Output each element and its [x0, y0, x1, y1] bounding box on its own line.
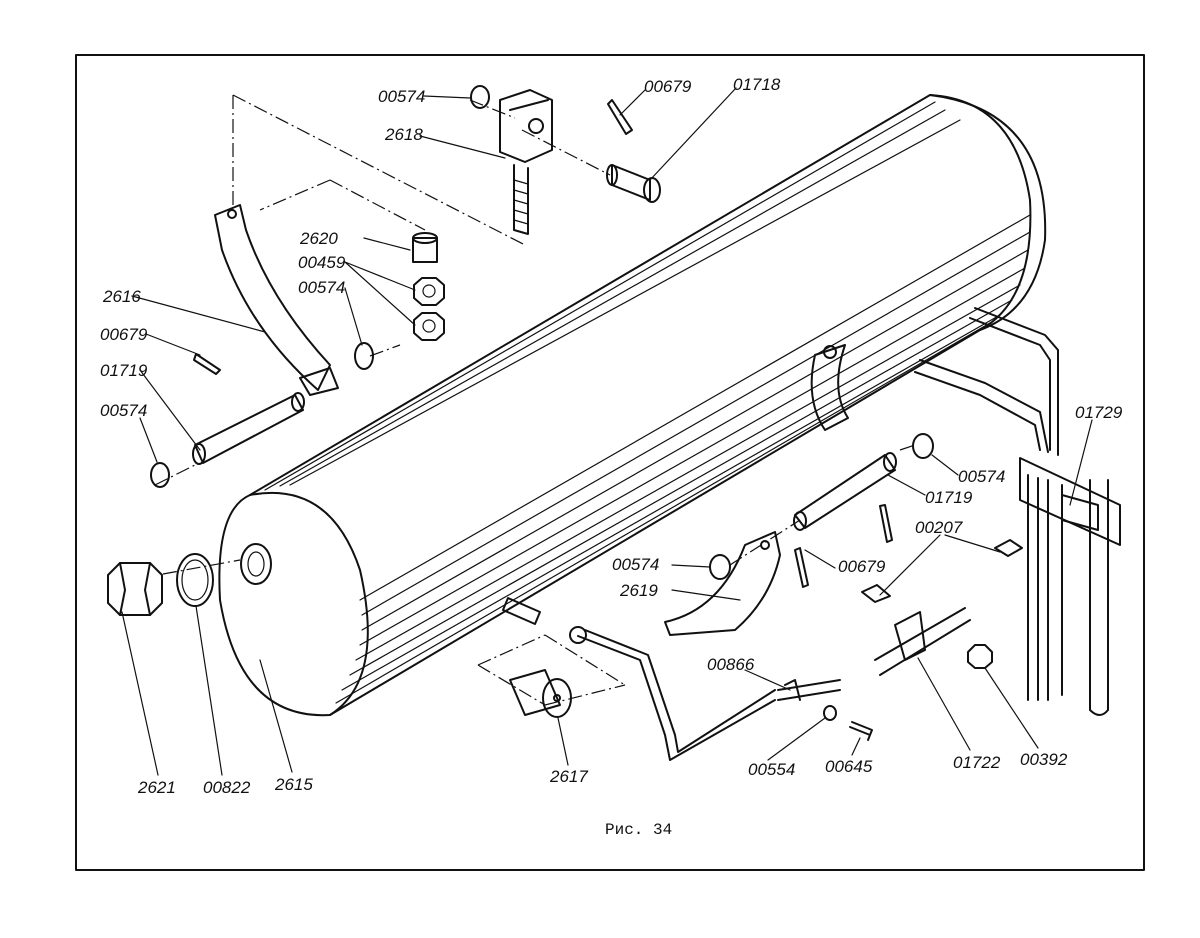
label-00574-bottom: 00574	[612, 555, 659, 574]
screw-00645	[849, 721, 873, 741]
figure-caption: Рис. 34	[605, 821, 672, 839]
nut-00392	[967, 644, 993, 669]
label-00574-right: 00574	[958, 467, 1005, 486]
tank-fitting	[502, 597, 541, 625]
label-2619: 2619	[619, 581, 658, 600]
nuts-00459	[413, 277, 445, 341]
tank-shading	[264, 101, 1031, 704]
assembly-lines	[154, 94, 916, 706]
cotter-pin-00679-top	[607, 99, 633, 135]
label-00574-left: 00574	[100, 401, 147, 420]
leader-lines	[121, 87, 1093, 776]
label-01719-left: 01719	[100, 361, 148, 380]
pin-01719-left	[192, 392, 305, 465]
label-2618: 2618	[384, 125, 423, 144]
cotter-pin-00679-right	[879, 504, 893, 543]
page-frame	[75, 54, 1145, 871]
label-00822: 00822	[203, 778, 251, 797]
label-00459: 00459	[298, 253, 346, 272]
label-00554: 00554	[748, 760, 795, 779]
label-2617: 2617	[549, 767, 588, 786]
label-00574-top: 00574	[378, 87, 425, 106]
label-00207: 00207	[915, 518, 963, 537]
washer-00574-left	[150, 462, 170, 488]
label-00679-bottom: 00679	[838, 557, 886, 576]
label-2620: 2620	[299, 229, 338, 248]
washer-00574-right	[912, 433, 934, 459]
pin-01719-right	[793, 452, 897, 531]
clip-00866	[777, 679, 841, 701]
strap-2616	[214, 204, 339, 396]
label-2616: 2616	[102, 287, 141, 306]
washer-00574-top	[470, 85, 490, 109]
label-01719-right: 01719	[925, 488, 973, 507]
label-01718: 01718	[733, 75, 781, 94]
washer-00574-mid	[354, 342, 374, 370]
pipes-right	[914, 307, 1121, 716]
tank-drain-port	[240, 543, 272, 585]
clamp-01722	[874, 607, 971, 676]
part-labels: 00574 2618 00679 01718 2620 00459 00574 …	[100, 75, 1123, 797]
washer-00574-bottom	[709, 554, 731, 580]
label-01722: 01722	[953, 753, 1001, 772]
air-tank-2615	[218, 94, 1047, 717]
strap-2619	[664, 531, 781, 636]
tank-center-strap	[810, 344, 849, 431]
washer-00554	[823, 705, 837, 721]
label-01729: 01729	[1075, 403, 1123, 422]
label-00679-top: 00679	[644, 77, 692, 96]
bolts-00207	[861, 539, 1023, 603]
plug-2621	[107, 562, 163, 616]
label-00679-left: 00679	[100, 325, 148, 344]
label-00866: 00866	[707, 655, 755, 674]
bushing-2620	[412, 232, 438, 263]
label-00645: 00645	[825, 757, 873, 776]
pin-01718	[606, 164, 661, 203]
gasket-00822	[176, 553, 214, 607]
drain-fitting-2617	[509, 669, 572, 718]
label-2615: 2615	[274, 775, 313, 794]
label-00392: 00392	[1020, 750, 1068, 769]
drain-pipe	[577, 635, 776, 761]
label-2621: 2621	[137, 778, 176, 797]
label-00574-mid: 00574	[298, 278, 345, 297]
cotter-pin-00679-left	[193, 353, 221, 375]
clevis-bolt-2618	[499, 89, 553, 235]
